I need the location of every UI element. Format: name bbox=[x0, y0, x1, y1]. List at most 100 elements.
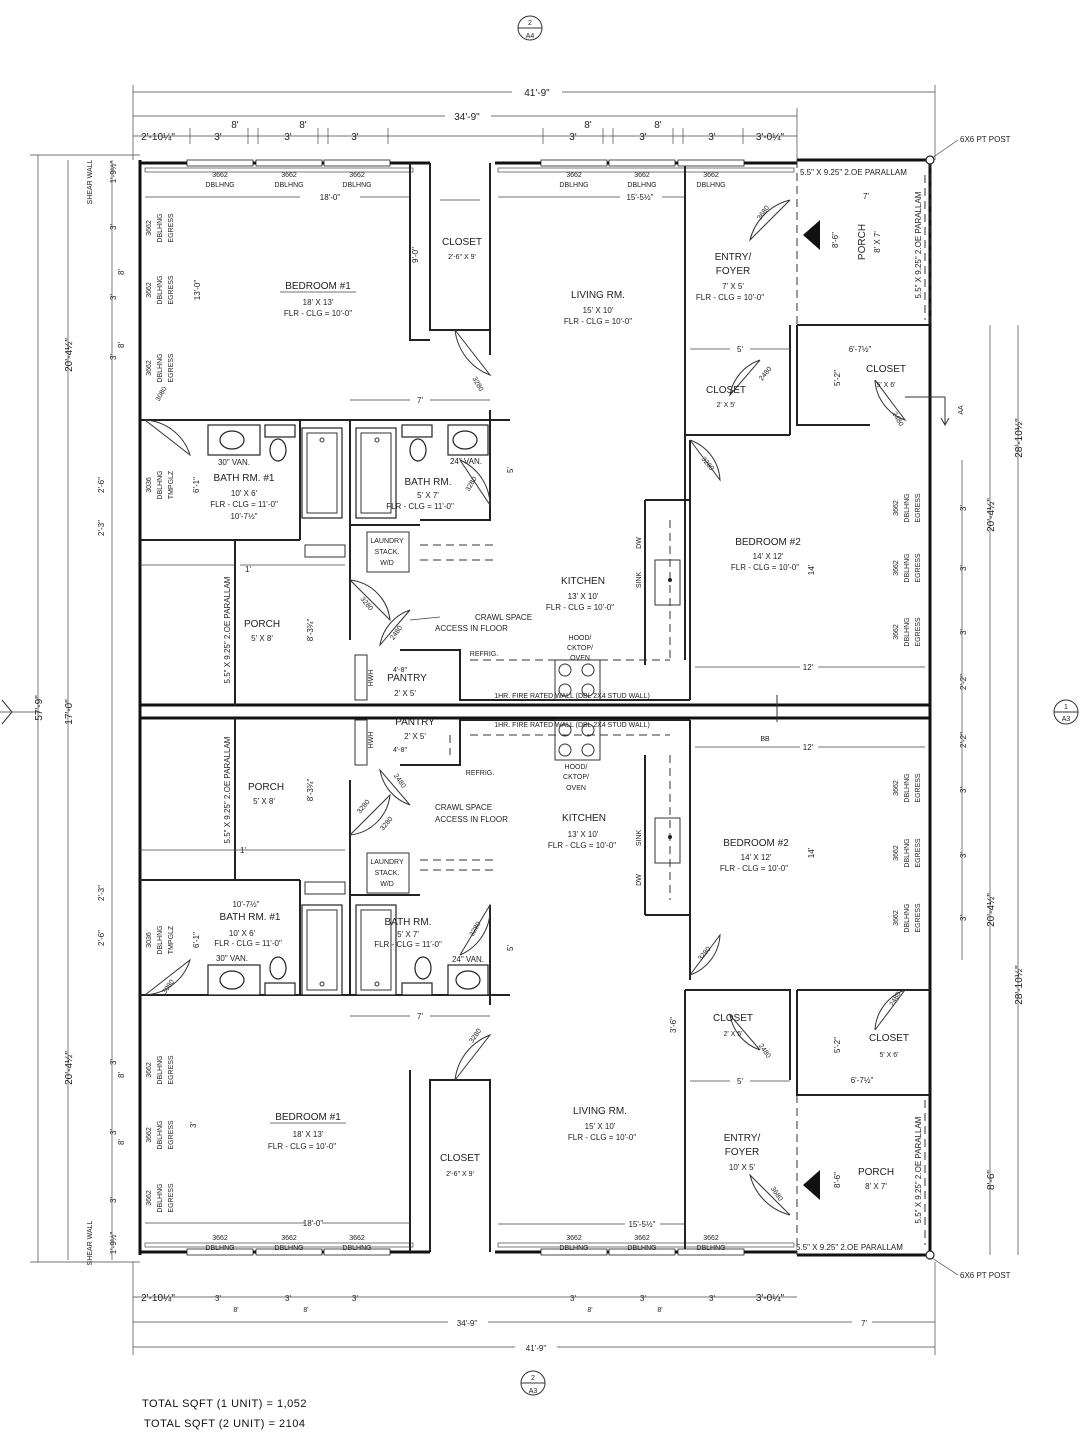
bedroom1-top-size: 18' X 13' bbox=[303, 298, 334, 307]
closet-small-bot-h: 3'-6" bbox=[669, 1017, 678, 1033]
dim-right-seg-7: 3' bbox=[959, 852, 968, 858]
crawl-bot-1: CRAWL SPACE bbox=[435, 803, 492, 812]
dim-right-seg-2: 3' bbox=[959, 565, 968, 571]
dim-right-seg-8: 3' bbox=[959, 915, 968, 921]
refrig-bot: REFRIG. bbox=[466, 770, 494, 777]
window-bath-1-type: DBLHNG bbox=[157, 925, 164, 954]
dim-left-seg-10: 2'-6" bbox=[97, 930, 106, 946]
closet-small-bot-size: 2' X 5' bbox=[723, 1031, 742, 1038]
entry-top-name: ENTRY/ bbox=[715, 252, 752, 263]
bottom-dimension-lines: 2'-10¼" 3' 3' 3' 3' 3' 3' 3'-0¼" 8' 8' 8… bbox=[132, 1262, 936, 1355]
porch-mid-bot-name: PORCH bbox=[248, 782, 284, 793]
window-right-2-egress: EGRESS bbox=[915, 617, 922, 647]
porch-bot-right-size: 8' X 7' bbox=[865, 1182, 887, 1191]
marker-bottom-num: 2 bbox=[531, 1375, 535, 1382]
bedroom2-top-size: 14' X 12' bbox=[753, 552, 784, 561]
dim-left-seg-15: 3' bbox=[109, 1197, 118, 1203]
closet-big-bot-name: CLOSET bbox=[869, 1033, 909, 1044]
window-bath-0-glz: TMPGLZ bbox=[168, 470, 175, 499]
living-top-size: 15' X 10' bbox=[583, 306, 614, 315]
shear-wall-top: SHEAR WALL bbox=[87, 159, 94, 204]
porch-mid-bot-size: 5' X 8' bbox=[253, 797, 275, 806]
kitchen-bot-size: 13' X 10' bbox=[568, 830, 599, 839]
bath2-top-clg: FLR - CLG = 11'-0" bbox=[386, 502, 454, 511]
entry-bot-name: ENTRY/ bbox=[724, 1133, 761, 1144]
dim-top-seg-9: 8' bbox=[584, 120, 592, 131]
window-bot-1-type: DBLHNG bbox=[274, 1245, 303, 1252]
porch-top-right-size: 8' X 7' bbox=[873, 231, 882, 253]
bath-width-top: 7' bbox=[417, 396, 423, 405]
window-bot-4-type: DBLHNG bbox=[627, 1245, 656, 1252]
window-left-0-code: 3662 bbox=[146, 220, 153, 236]
sink-top: SINK bbox=[636, 572, 643, 589]
closet-big-bot-size: 5' X 6' bbox=[879, 1052, 898, 1059]
window-bath-0-code: 3036 bbox=[146, 477, 153, 493]
closet-bed1-top-size: 2'-6" X 9' bbox=[448, 254, 476, 261]
sink-bot: SINK bbox=[636, 830, 643, 847]
laundry-top-2: STACK. bbox=[375, 549, 400, 556]
parallam-top-h: 5.5" X 9.25" 2.OE PARALLAM bbox=[800, 168, 907, 177]
window-bot-3-type: DBLHNG bbox=[559, 1245, 588, 1252]
window-bot-5-code: 3662 bbox=[703, 1235, 719, 1242]
cabinet-outlines bbox=[420, 520, 681, 900]
right-dimension-lines: 28'-10½" 28'-10½" 20'-4½" 20'-4½" 8'-6" … bbox=[959, 325, 1025, 1255]
bedroom1-bot-clear: 18'-0" bbox=[303, 1219, 324, 1228]
dim-bot-8d: 8' bbox=[657, 1307, 662, 1314]
dim-side-left-top: 20'-4½" bbox=[64, 338, 75, 372]
dim-left-seg-11: 3' bbox=[109, 1059, 118, 1065]
door-3280-bot-a: 3280 bbox=[468, 1028, 483, 1045]
window-left-1-egress: EGRESS bbox=[168, 275, 175, 305]
dim-top-seg-8: 3' bbox=[639, 132, 647, 143]
window-right-0-egress: EGRESS bbox=[915, 493, 922, 523]
dim-front-width-top: 34'-9" bbox=[454, 112, 480, 123]
bath1-top-clg: FLR - CLG = 11'-0" bbox=[210, 500, 278, 509]
post-label-top: 6X6 PT POST bbox=[960, 135, 1011, 144]
fire-wall-top: 1HR. FIRE RATED WALL (DBL 2X4 STUD WALL) bbox=[494, 693, 650, 700]
door-3280-top-a: 3280 bbox=[470, 376, 484, 393]
window-frame bbox=[186, 159, 254, 167]
living-top-name: LIVING RM. bbox=[571, 290, 625, 301]
closet-bed1-bot-size: 2'-6" X 9' bbox=[446, 1171, 474, 1178]
entry-bot-depth: 8'-6" bbox=[833, 1172, 842, 1188]
closet-bed1-top-name: CLOSET bbox=[442, 237, 482, 248]
dim-bot-seg-3: 3' bbox=[285, 1294, 291, 1303]
dim-bot-seg-2: 3' bbox=[215, 1294, 221, 1303]
window-frame bbox=[540, 1248, 608, 1256]
porch-mid-top-size: 5' X 8' bbox=[251, 634, 273, 643]
dim-right-seg-3: 3' bbox=[959, 629, 968, 635]
hwh-top: HWH bbox=[368, 670, 375, 687]
window-frame bbox=[255, 159, 323, 167]
bedroom2-bot-width: 12' bbox=[803, 743, 814, 752]
window-frame bbox=[323, 1248, 391, 1256]
laundry-bot-3: W/D bbox=[380, 881, 394, 888]
bath1-top-name: BATH RM. #1 bbox=[214, 473, 275, 484]
bath-fixtures-bottom bbox=[207, 719, 489, 996]
window-frame bbox=[677, 1248, 745, 1256]
bath-height-bot: 6'-1" bbox=[192, 932, 201, 948]
pantry-bot-size: 2' X 5' bbox=[404, 732, 426, 741]
dim-overall-depth: 57'-9" bbox=[34, 695, 45, 721]
dim-bot-seg-1: 2'-10¼" bbox=[141, 1292, 175, 1304]
kitchen-bot-clg: FLR - CLG = 10'-0" bbox=[548, 841, 616, 850]
beam-labels: 6X6 PT POST 6X6 PT POST 5.5" X 9.25" 2.O… bbox=[223, 135, 1011, 1280]
window-bath-1-code: 3036 bbox=[146, 932, 153, 948]
shear-wall-bot: SHEAR WALL bbox=[87, 1220, 94, 1265]
dim-side-right-top: 20'-4½" bbox=[986, 498, 997, 532]
window-top-2-type: DBLHNG bbox=[342, 182, 371, 189]
window-right-5-code: 3662 bbox=[893, 910, 900, 926]
closet-big-top-height: 5'-2" bbox=[833, 370, 842, 386]
laundry-bot-1: LAUNDRY bbox=[370, 859, 404, 866]
door-3080-top: 3080 bbox=[155, 386, 169, 403]
kitchen-top-size: 13' X 10' bbox=[568, 592, 599, 601]
dim-left-seg-8: 2'-3" bbox=[97, 520, 106, 536]
top-unit-walls bbox=[140, 160, 930, 720]
top-dimension-lines: 41'-9" 34'-9" 2'-10¼" 3' 8' 3' 3' 8' 3' … bbox=[132, 85, 936, 160]
marker-bottom-sheet: A3 bbox=[529, 1388, 538, 1395]
dim-bot-8c: 8' bbox=[587, 1307, 592, 1314]
window-frame bbox=[255, 1248, 323, 1256]
window-left-0-egress: EGRESS bbox=[168, 213, 175, 243]
porch-depth-top: 8'-3¾" bbox=[306, 619, 315, 642]
window-left-2-code: 3662 bbox=[146, 360, 153, 376]
living-bot-size: 15' X 10' bbox=[585, 1122, 616, 1131]
dim-overall-width-top: 41'-9" bbox=[524, 88, 550, 99]
